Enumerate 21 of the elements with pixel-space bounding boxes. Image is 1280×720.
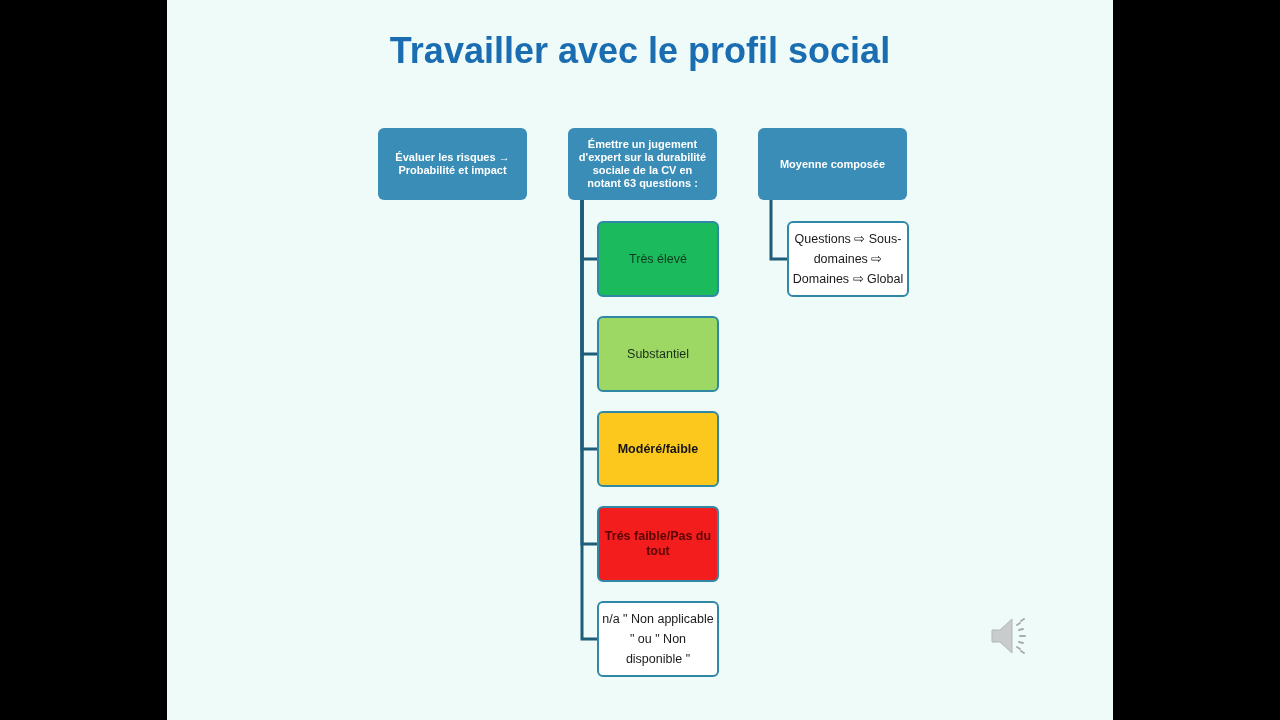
box-label: Trés faible/Pas du tout (603, 529, 713, 559)
connector-line (769, 200, 787, 261)
level-box (597, 411, 719, 487)
slide-title: Travailler avec le profil social (389, 30, 891, 72)
text-box (597, 601, 719, 677)
connector-line (580, 200, 597, 641)
box-label: Moyenne composée (779, 157, 886, 171)
level-box (597, 221, 719, 297)
box-label: Questions ⇨ Sous-domaines ⇨ Domaines ⇨ Global (791, 231, 905, 288)
process-box (378, 128, 527, 200)
level-box (597, 316, 719, 392)
box-label: Modéré/faible (617, 441, 699, 457)
process-box (758, 128, 907, 200)
text-box (787, 221, 909, 297)
level-box (597, 506, 719, 582)
box-label: n/a " Non applicable " ou " Non disponible " (601, 611, 715, 668)
box-label: Évaluer les risques → Probabilité et impact (394, 151, 511, 177)
process-box (568, 128, 717, 200)
box-label: Substantiel (627, 346, 689, 362)
box-label: Très élevé (629, 251, 687, 267)
box-label: Émettre un jugement d'expert sur la durabilité sociale de la CV en notant 63 questions : (577, 138, 708, 190)
